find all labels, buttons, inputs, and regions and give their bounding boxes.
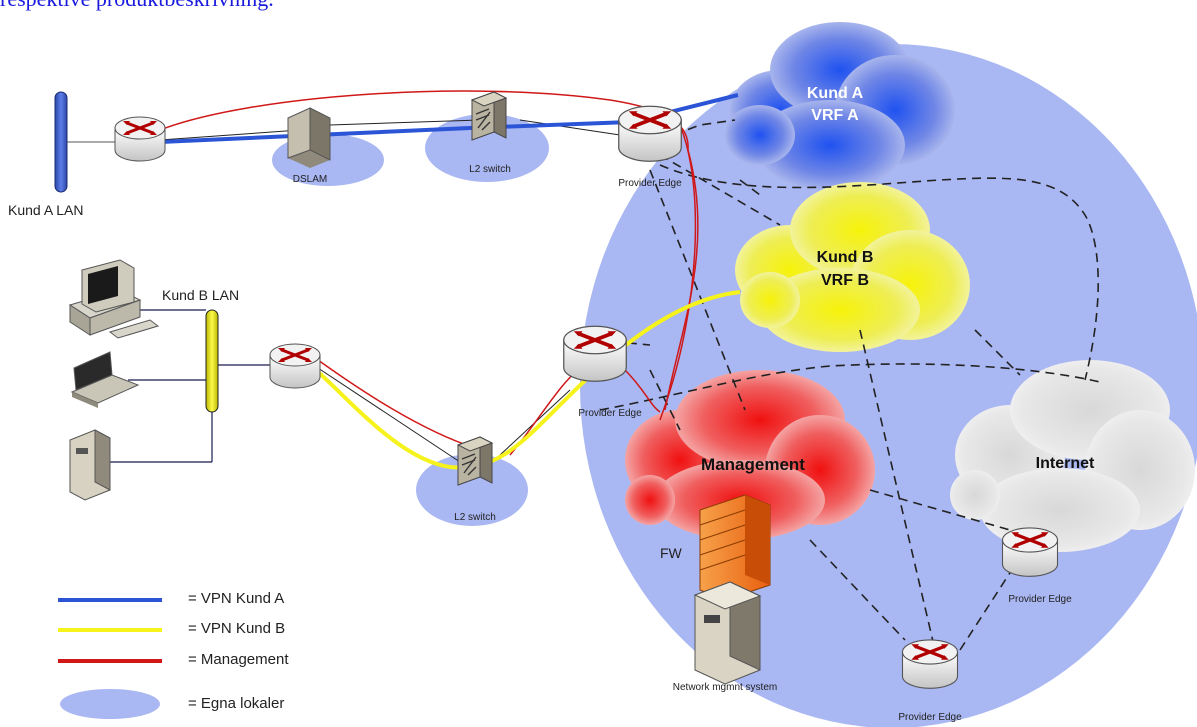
internet-cloud-label: Internet	[1036, 455, 1095, 472]
provider-edge-right-label: Provider Edge	[1008, 594, 1072, 605]
kund-b-cloud-line1: Kund B	[817, 249, 874, 266]
legend-management: = Management	[188, 651, 289, 668]
kund-a-lan-label: Kund A LAN	[8, 202, 84, 218]
switch-top-premises-ellipse	[425, 114, 549, 182]
laptop-icon	[70, 351, 140, 408]
dslam-label: DSLAM	[293, 174, 327, 185]
l2-switch-top-icon[interactable]	[471, 91, 507, 141]
provider-edge-mid-router-icon[interactable]	[561, 324, 629, 384]
kund-b-cloud-line2: VRF B	[821, 272, 869, 289]
access-links-bottom	[317, 367, 571, 463]
fw-label: FW	[660, 545, 683, 561]
kund-a-lan-bar	[54, 91, 68, 193]
l2-switch-top-label: L2 switch	[469, 164, 511, 175]
switch-bottom-premises-ellipse	[416, 454, 528, 526]
access-links-top	[159, 119, 621, 141]
kund-a-cloud-line1: Kund A	[807, 85, 864, 102]
customer-b-router-icon[interactable]	[268, 342, 322, 390]
provider-edge-top-label: Provider Edge	[618, 178, 682, 189]
provider-edge-mid-label: Provider Edge	[578, 408, 642, 419]
management-cloud-label: Management	[701, 455, 805, 474]
kund-b-lan-label: Kund B LAN	[162, 287, 239, 303]
kund-b-cloud	[735, 182, 970, 352]
internet-cloud	[950, 360, 1195, 552]
provider-edge-bottom-label: Provider Edge	[898, 712, 962, 723]
customer-a-router-icon[interactable]	[113, 115, 167, 163]
kund-a-cloud-line2: VRF A	[811, 107, 859, 124]
kund-b-lan-bar	[205, 309, 219, 413]
desktop-computer-icon	[68, 259, 160, 339]
legend-egna-lokaler: = Egna lokaler	[188, 695, 285, 712]
firewall-icon	[699, 494, 771, 601]
network-management-server-icon	[693, 581, 762, 685]
dslam-icon[interactable]	[287, 107, 331, 168]
l2-switch-bottom-icon[interactable]	[457, 436, 493, 486]
nms-label: Network mgmnt system	[673, 682, 777, 693]
provider-edge-right-router-icon[interactable]	[1000, 526, 1060, 578]
server-icon	[69, 429, 111, 501]
legend-swatch-premises	[60, 689, 160, 719]
header-text: respektive produktbeskrivning.	[0, 0, 274, 12]
l2-switch-bottom-label: L2 switch	[454, 512, 496, 523]
legend-vpn-kund-a: = VPN Kund A	[188, 590, 285, 607]
provider-edge-bottom-router-icon[interactable]	[900, 638, 960, 690]
legend-vpn-kund-b: = VPN Kund B	[188, 620, 286, 637]
provider-edge-top-router-icon[interactable]	[616, 104, 684, 164]
kund-a-cloud	[725, 22, 955, 190]
vpn-kund-b-line	[316, 290, 741, 470]
